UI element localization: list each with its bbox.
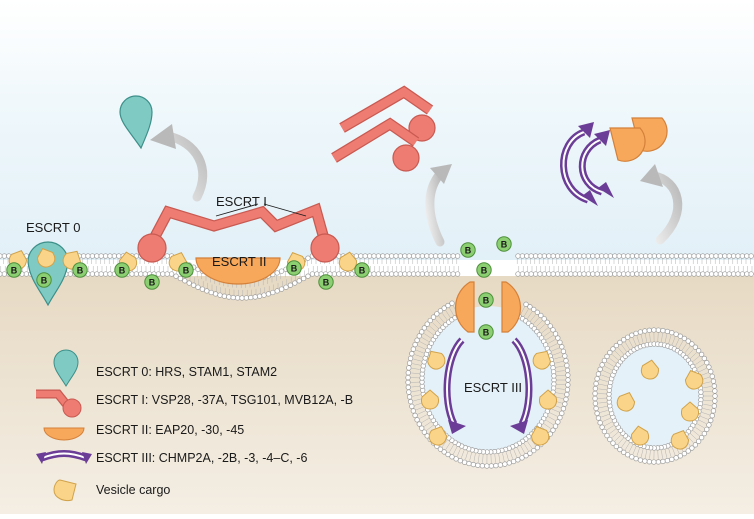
ubiquitin-tag: B <box>7 263 21 277</box>
ubiquitin-tag: B <box>319 275 333 289</box>
legend-cargo: Vesicle cargo <box>96 483 170 497</box>
ubiquitin-label: B <box>323 278 330 288</box>
ubiquitin-label: B <box>183 266 190 276</box>
released-vesicle <box>593 328 718 465</box>
ubiquitin-tag: B <box>73 263 87 277</box>
ubiquitin-label: B <box>291 264 298 274</box>
ubiquitin-label: B <box>501 240 508 250</box>
ubiquitin-label: B <box>483 296 490 306</box>
legend-escrt0: ESCRT 0: HRS, STAM1, STAM2 <box>96 365 277 379</box>
vesicle-cargo-icon <box>54 480 76 501</box>
escrt2-label: ESCRT II <box>212 254 266 269</box>
ubiquitin-tag: B <box>477 263 491 277</box>
ubiquitin-label: B <box>481 266 488 276</box>
ubiquitin-label: B <box>11 266 18 276</box>
ubiquitin-label: B <box>41 276 48 286</box>
ubiquitin-label: B <box>483 328 490 338</box>
ubiquitin-label: B <box>119 266 126 276</box>
ubiquitin-tag: B <box>115 263 129 277</box>
ubiquitin-label: B <box>149 278 156 288</box>
membrane-right <box>516 254 754 277</box>
ubiquitin-tag: B <box>287 261 301 275</box>
ubiquitin-tag: B <box>145 275 159 289</box>
ubiquitin-label: B <box>465 246 472 256</box>
ubiquitin-tag: B <box>461 243 475 257</box>
ubiquitin-label: B <box>77 266 84 276</box>
ubiquitin-tag: B <box>497 237 511 251</box>
legend-escrt3: ESCRT III: CHMP2A, -2B, -3, -4–C, -6 <box>96 451 307 465</box>
ubiquitin-tag: B <box>37 273 51 287</box>
escrt3-label: ESCRT III <box>464 380 522 395</box>
legend-escrt1: ESCRT I: VSP28, -37A, TSG101, MVB12A, -B <box>96 393 353 407</box>
ubiquitin-label: B <box>359 266 366 276</box>
ubiquitin-tag: B <box>179 263 193 277</box>
ubiquitin-tag: B <box>479 325 493 339</box>
escrt0-label: ESCRT 0 <box>26 220 80 235</box>
ubiquitin-tag: B <box>479 293 493 307</box>
legend-escrt2: ESCRT II: EAP20, -30, -45 <box>96 423 244 437</box>
escrt1-label: ESCRT I <box>216 194 267 209</box>
ubiquitin-tag: B <box>355 263 369 277</box>
